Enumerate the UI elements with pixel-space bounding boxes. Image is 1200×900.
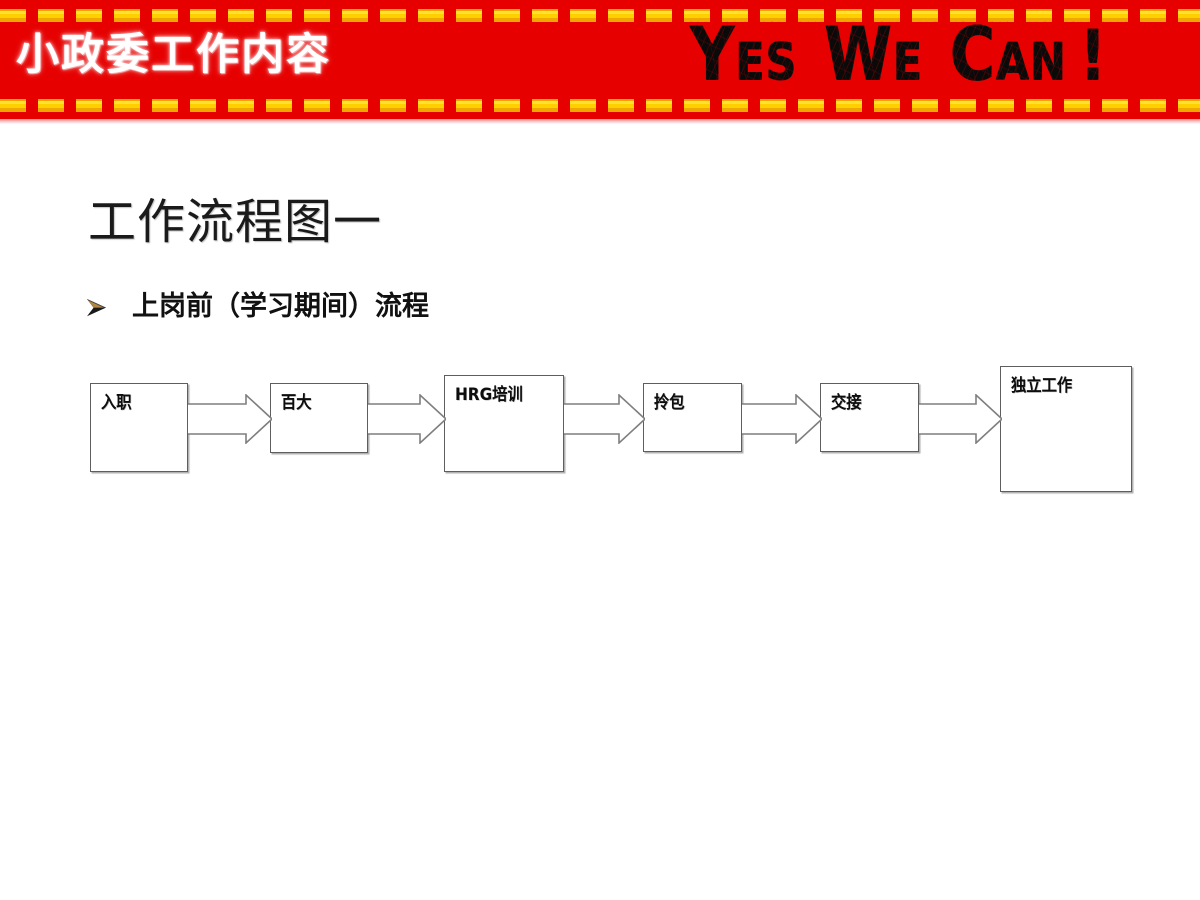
dashed-line-bottom-icon bbox=[0, 99, 1200, 112]
flow-box-label: 交接 bbox=[831, 393, 862, 413]
flow-arrow-2[interactable] bbox=[368, 393, 448, 445]
flow-box-label: 独立工作 bbox=[1011, 376, 1073, 396]
block-arrow-icon bbox=[188, 393, 274, 445]
flow-box-2[interactable]: 百大 bbox=[270, 383, 368, 453]
bullet-row: 上岗前（学习期间）流程 bbox=[84, 290, 429, 324]
flow-arrow-4[interactable] bbox=[742, 393, 824, 445]
slogan-exclamation: ! bbox=[1079, 14, 1108, 97]
block-arrow-icon bbox=[564, 393, 647, 445]
block-arrow-icon bbox=[368, 393, 448, 445]
header-band-shadow bbox=[0, 119, 1200, 124]
flow-box-label: 入职 bbox=[101, 393, 132, 413]
triangle-arrow-bullet-icon bbox=[84, 295, 110, 321]
flow-box-3[interactable]: HRG培训 bbox=[444, 375, 564, 472]
slogan-word-can: Can bbox=[949, 11, 1067, 98]
flow-arrow-3[interactable] bbox=[564, 393, 647, 445]
flow-box-label: HRG培训 bbox=[455, 385, 523, 405]
flow-arrow-5[interactable] bbox=[919, 393, 1004, 445]
page-title: 小政委工作内容 bbox=[16, 31, 331, 79]
block-arrow-icon bbox=[742, 393, 824, 445]
slogan-word-we: We bbox=[824, 11, 924, 98]
flow-box-5[interactable]: 交接 bbox=[820, 383, 919, 452]
flow-box-6[interactable]: 独立工作 bbox=[1000, 366, 1132, 492]
slogan-word-yes: Yes bbox=[690, 11, 798, 98]
dashed-line-top-icon bbox=[0, 9, 1200, 22]
flow-box-label: 拎包 bbox=[654, 393, 685, 413]
slogan-yes-we-can: Yes We Can! bbox=[690, 8, 1128, 102]
section-heading: 工作流程图一 bbox=[88, 194, 383, 250]
flow-arrow-1[interactable] bbox=[188, 393, 274, 445]
flow-box-1[interactable]: 入职 bbox=[90, 383, 188, 472]
header-band: 小政委工作内容 Yes We Can! bbox=[0, 0, 1200, 119]
flow-box-label: 百大 bbox=[281, 393, 312, 413]
bullet-label: 上岗前（学习期间）流程 bbox=[132, 291, 429, 322]
block-arrow-icon bbox=[919, 393, 1004, 445]
flow-box-4[interactable]: 拎包 bbox=[643, 383, 742, 452]
